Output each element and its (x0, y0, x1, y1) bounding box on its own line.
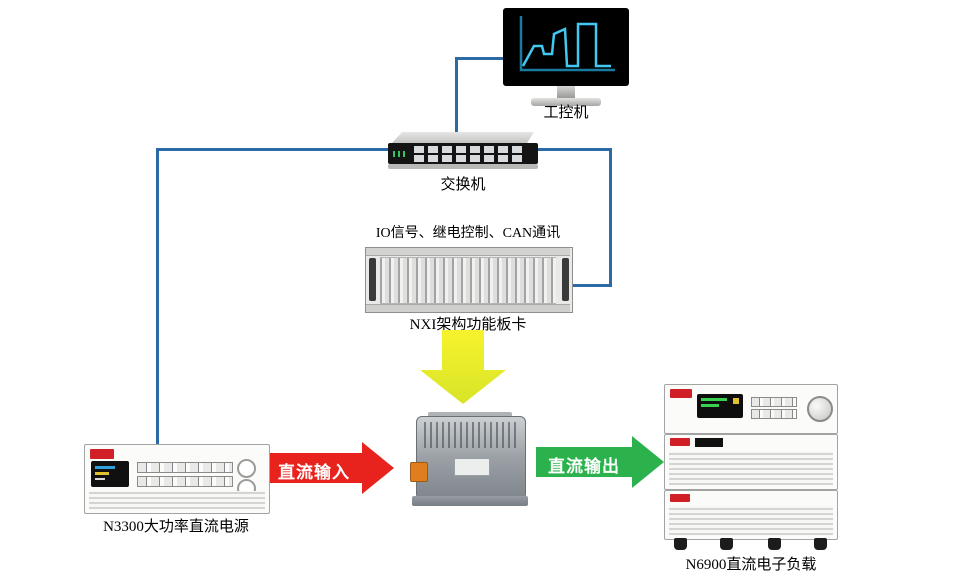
industrial-pc (503, 8, 629, 120)
control-down-arrow (420, 330, 506, 404)
dc-input-arrow-shape (266, 442, 394, 494)
eload-n6900 (664, 384, 838, 554)
switch-led-indicators (393, 151, 407, 157)
connector-switch-to-psu-v (156, 148, 159, 448)
dc-output-arrow-shape (536, 436, 664, 488)
dc-input-arrow (266, 442, 394, 494)
rack-card-slots (380, 257, 556, 304)
eload-module2-grille (669, 506, 833, 535)
rack-handle-right (562, 258, 569, 301)
connector-ipc-to-switch-h (455, 57, 507, 60)
dut-base-flange (412, 496, 528, 506)
dut-converter (410, 408, 530, 510)
rack-top-rail (366, 248, 570, 256)
eload-module-2 (664, 490, 838, 540)
connector-ipc-to-switch-v (455, 57, 458, 135)
switch-port-row-bottom (414, 155, 526, 162)
switch-port-row-top (414, 146, 526, 153)
connector-switch-to-psu-h (156, 148, 388, 151)
eload-caster-1 (674, 538, 687, 550)
psu-n3300 (84, 444, 270, 514)
eload-button-row-1 (751, 397, 797, 407)
eload-module-1 (664, 434, 838, 490)
switch-top-face (392, 132, 534, 143)
dc-input-label: 直流输入 (278, 463, 350, 482)
psu-display-line-white (95, 478, 105, 480)
eload-label: N6900直流电子负载 (685, 557, 817, 573)
connector-rack-link-h (571, 284, 612, 287)
psu-display-line-yellow (95, 472, 109, 475)
eload-caster-2 (720, 538, 733, 550)
nxi-rack (365, 247, 573, 313)
eload-display-line-2 (701, 404, 719, 407)
connector-switch-to-rack-v (609, 148, 612, 287)
dut-label-sticker (454, 458, 490, 476)
psu-display (91, 461, 129, 487)
eload-caster-4 (814, 538, 827, 550)
eload-display-dot-yellow (733, 398, 739, 404)
eload-brand-logo-3 (670, 494, 690, 502)
eload-button-row-2 (751, 409, 797, 419)
switch-label: 交换机 (440, 177, 486, 193)
ethernet-switch (388, 132, 538, 170)
psu-brand-logo (90, 449, 114, 459)
eload-brand-logo-1 (670, 389, 692, 398)
monitor-stand-base (531, 98, 601, 106)
connector-switch-to-rack-h (538, 148, 612, 151)
switch-front-face (388, 143, 538, 164)
dut-orange-connector (410, 462, 428, 482)
rack-caption: IO信号、继电控制、CAN通讯 (375, 226, 561, 241)
psu-button-row-1 (137, 462, 233, 473)
dut-heatsink-fins (424, 422, 516, 448)
eload-caster-3 (768, 538, 781, 550)
monitor-stand-neck (557, 86, 575, 98)
eload-module1-grille (669, 451, 833, 485)
dc-output-label: 直流输出 (548, 457, 620, 476)
psu-button-row-2 (137, 476, 233, 487)
psu-vent-grille (89, 491, 265, 509)
rack-bottom-rail (366, 304, 570, 312)
eload-display-line-1 (701, 398, 727, 401)
dc-output-arrow (536, 436, 664, 488)
eload-module1-panel (695, 438, 723, 447)
psu-label: N3300大功率直流电源 (103, 519, 249, 535)
ipc-label: 工控机 (543, 105, 589, 121)
eload-control-unit (664, 384, 838, 434)
eload-display (697, 394, 743, 418)
waveform-chart (519, 16, 615, 72)
rack-label: NXI架构功能板卡 (409, 317, 527, 333)
monitor-screen (503, 8, 629, 86)
eload-brand-logo-2 (670, 438, 690, 446)
switch-base (388, 164, 538, 169)
psu-display-line-blue (95, 466, 115, 469)
psu-output-socket-top (237, 459, 256, 478)
rack-handle-left (369, 258, 376, 301)
eload-rotary-knob (807, 396, 833, 422)
